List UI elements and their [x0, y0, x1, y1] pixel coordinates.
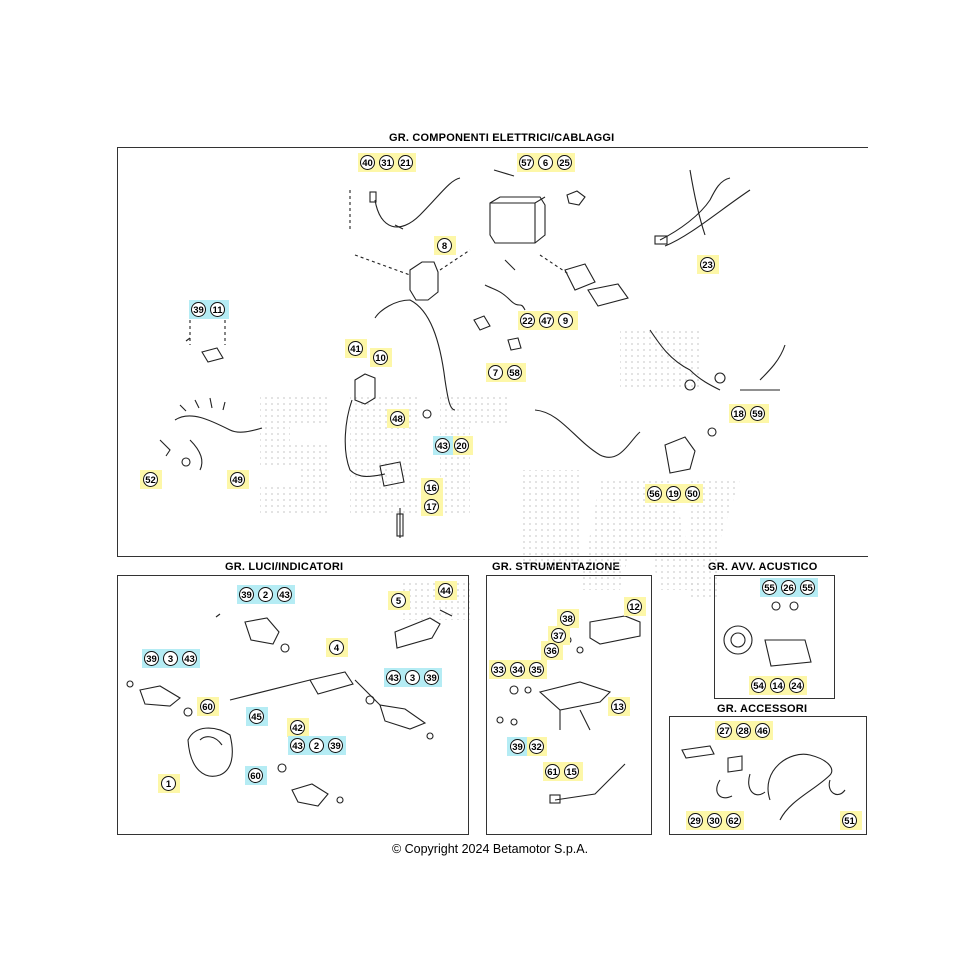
copyright-notice: © Copyright 2024 Betamotor S.p.A. — [391, 842, 589, 856]
callout-12[interactable]: 12 — [627, 599, 642, 614]
callout-44[interactable]: 44 — [438, 583, 453, 598]
accessories-title: GR. ACCESSORI — [714, 703, 811, 715]
callout-3[interactable]: 3 — [405, 670, 420, 685]
callout-43[interactable]: 43 — [435, 438, 450, 453]
callout-27[interactable]: 27 — [717, 723, 732, 738]
electrical-frame — [117, 147, 868, 557]
callout-60[interactable]: 60 — [248, 768, 263, 783]
callout-39[interactable]: 39 — [424, 670, 439, 685]
callout-2[interactable]: 2 — [309, 738, 324, 753]
callout-8[interactable]: 8 — [437, 238, 452, 253]
lights-title: GR. LUCI/INDICATORI — [222, 561, 347, 573]
callout-37[interactable]: 37 — [551, 628, 566, 643]
callout-16[interactable]: 16 — [424, 480, 439, 495]
callout-62[interactable]: 62 — [726, 813, 741, 828]
callout-39[interactable]: 39 — [328, 738, 343, 753]
lights-frame — [117, 575, 469, 835]
callout-43[interactable]: 43 — [386, 670, 401, 685]
watermark — [260, 330, 740, 620]
callout-39[interactable]: 39 — [239, 587, 254, 602]
callout-34[interactable]: 34 — [510, 662, 525, 677]
callout-55[interactable]: 55 — [762, 580, 777, 595]
instruments-frame — [486, 575, 652, 835]
callout-41[interactable]: 41 — [348, 341, 363, 356]
callout-49[interactable]: 49 — [230, 472, 245, 487]
callout-11[interactable]: 11 — [210, 302, 225, 317]
callout-43[interactable]: 43 — [290, 738, 305, 753]
horn-frame — [714, 575, 835, 699]
callout-22[interactable]: 22 — [520, 313, 535, 328]
callout-17[interactable]: 17 — [424, 499, 439, 514]
callout-59[interactable]: 59 — [750, 406, 765, 421]
callout-29[interactable]: 29 — [688, 813, 703, 828]
callout-23[interactable]: 23 — [700, 257, 715, 272]
callout-54[interactable]: 54 — [751, 678, 766, 693]
callout-57[interactable]: 57 — [519, 155, 534, 170]
callout-61[interactable]: 61 — [545, 764, 560, 779]
callout-56[interactable]: 56 — [647, 486, 662, 501]
callout-26[interactable]: 26 — [781, 580, 796, 595]
callout-45[interactable]: 45 — [249, 709, 264, 724]
callout-51[interactable]: 51 — [842, 813, 857, 828]
callout-39[interactable]: 39 — [510, 739, 525, 754]
callout-47[interactable]: 47 — [539, 313, 554, 328]
callout-38[interactable]: 38 — [560, 611, 575, 626]
callout-55[interactable]: 55 — [800, 580, 815, 595]
callout-25[interactable]: 25 — [557, 155, 572, 170]
callout-18[interactable]: 18 — [731, 406, 746, 421]
callout-4[interactable]: 4 — [329, 640, 344, 655]
callout-40[interactable]: 40 — [360, 155, 375, 170]
callout-58[interactable]: 58 — [507, 365, 522, 380]
callout-3[interactable]: 3 — [163, 651, 178, 666]
callout-32[interactable]: 32 — [529, 739, 544, 754]
callout-46[interactable]: 46 — [755, 723, 770, 738]
callout-10[interactable]: 10 — [373, 350, 388, 365]
callout-9[interactable]: 9 — [558, 313, 573, 328]
callout-39[interactable]: 39 — [191, 302, 206, 317]
callout-42[interactable]: 42 — [290, 720, 305, 735]
callout-19[interactable]: 19 — [666, 486, 681, 501]
callout-5[interactable]: 5 — [391, 593, 406, 608]
callout-24[interactable]: 24 — [789, 678, 804, 693]
horn-title: GR. AVV. ACUSTICO — [705, 561, 821, 573]
callout-35[interactable]: 35 — [529, 662, 544, 677]
callout-33[interactable]: 33 — [491, 662, 506, 677]
callout-21[interactable]: 21 — [398, 155, 413, 170]
callout-20[interactable]: 20 — [454, 438, 469, 453]
electrical-title: GR. COMPONENTI ELETTRICI/CABLAGGI — [386, 132, 618, 144]
callout-15[interactable]: 15 — [564, 764, 579, 779]
callout-39[interactable]: 39 — [144, 651, 159, 666]
callout-48[interactable]: 48 — [390, 411, 405, 426]
callout-6[interactable]: 6 — [538, 155, 553, 170]
callout-28[interactable]: 28 — [736, 723, 751, 738]
callout-13[interactable]: 13 — [611, 699, 626, 714]
accessories-frame — [669, 716, 867, 835]
callout-1[interactable]: 1 — [161, 776, 176, 791]
callout-7[interactable]: 7 — [488, 365, 503, 380]
callout-2[interactable]: 2 — [258, 587, 273, 602]
callout-50[interactable]: 50 — [685, 486, 700, 501]
callout-43[interactable]: 43 — [182, 651, 197, 666]
callout-43[interactable]: 43 — [277, 587, 292, 602]
callout-30[interactable]: 30 — [707, 813, 722, 828]
callout-31[interactable]: 31 — [379, 155, 394, 170]
callout-60[interactable]: 60 — [200, 699, 215, 714]
callout-52[interactable]: 52 — [143, 472, 158, 487]
callout-36[interactable]: 36 — [544, 643, 559, 658]
callout-14[interactable]: 14 — [770, 678, 785, 693]
